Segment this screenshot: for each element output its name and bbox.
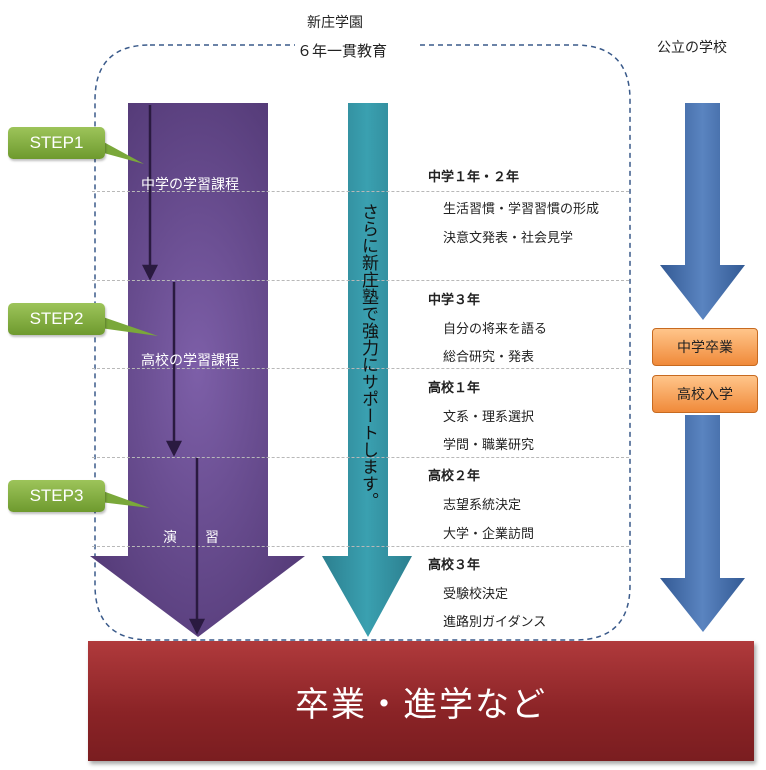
grade-heading: 高校１年 xyxy=(428,381,481,396)
activity-item: 総合研究・発表 xyxy=(443,350,535,365)
high-school-curriculum-label: 高校の学習課程 xyxy=(141,353,239,369)
activity-item: 学問・職業研究 xyxy=(443,438,535,453)
grade-heading: 高校３年 xyxy=(428,558,481,573)
row-divider xyxy=(92,280,629,281)
activity-item: 決意文発表・社会見学 xyxy=(443,231,574,246)
activity-item: 生活習慣・学習習慣の形成 xyxy=(443,202,600,217)
activity-item: 進路別ガイダンス xyxy=(443,615,547,630)
row-divider xyxy=(92,368,629,369)
support-vertical-text: さらに新庄塾で強力にサポートします。 xyxy=(358,203,378,509)
step3-badge: STEP3 xyxy=(8,480,105,512)
program-name: ６年一貫教育 xyxy=(297,42,388,60)
grade-heading: 中学３年 xyxy=(428,293,481,308)
row-divider xyxy=(92,457,629,458)
graduation-banner-text: 卒業・進学など xyxy=(295,684,547,725)
high-school-entry-box: 高校入学 xyxy=(652,375,758,413)
activity-item: 文系・理系選択 xyxy=(443,410,535,425)
junior-high-curriculum-label: 中学の学習課程 xyxy=(141,177,239,193)
practice-label: 演 習 xyxy=(163,530,219,546)
row-divider xyxy=(92,546,629,547)
activity-item: 受験校決定 xyxy=(443,587,509,602)
school-name: 新庄学園 xyxy=(307,15,363,31)
grade-heading: 中学１年・２年 xyxy=(428,170,520,185)
activity-item: 志望系統決定 xyxy=(443,498,522,513)
step2-badge: STEP2 xyxy=(8,303,105,335)
junior-high-graduation-box: 中学卒業 xyxy=(652,328,758,366)
row-divider xyxy=(92,191,629,192)
activity-item: 自分の将来を語る xyxy=(443,322,548,337)
public-school-label: 公立の学校 xyxy=(657,40,727,56)
activity-item: 大学・企業訪問 xyxy=(443,527,535,542)
grade-heading: 高校２年 xyxy=(428,469,481,484)
step1-badge: STEP1 xyxy=(8,127,105,159)
graduation-banner: 卒業・進学など xyxy=(88,641,754,761)
